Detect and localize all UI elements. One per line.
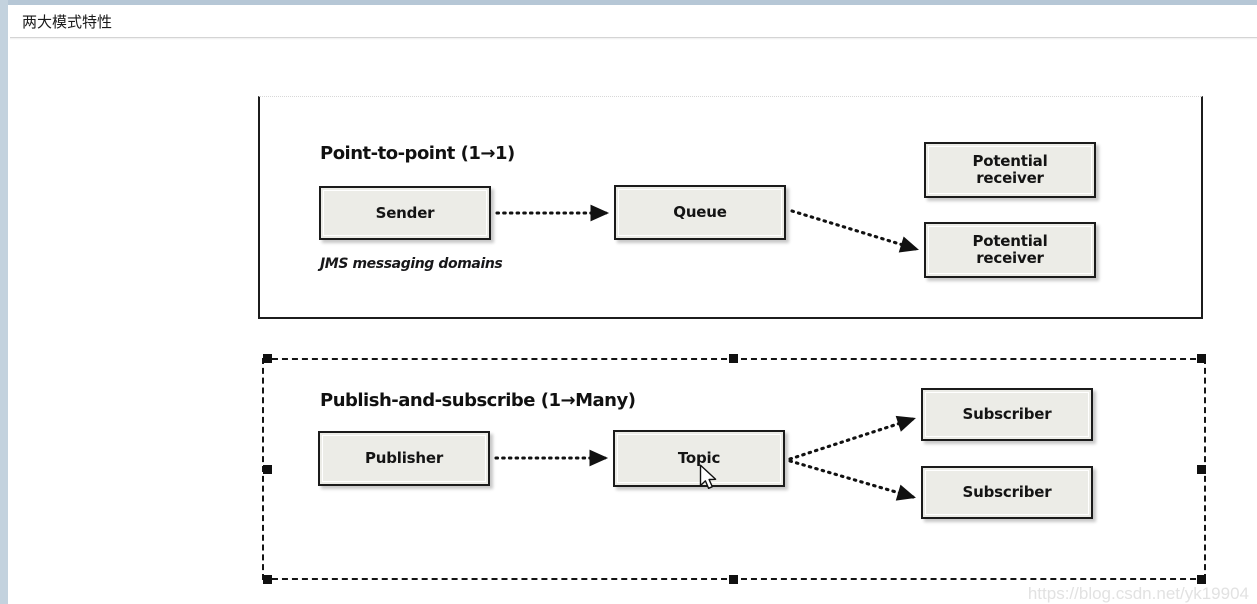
node-queue-label: Queue bbox=[673, 203, 727, 222]
node-subscriber-1[interactable]: Subscriber bbox=[921, 388, 1093, 441]
window-title: 两大模式特性 bbox=[22, 15, 113, 31]
node-publisher[interactable]: Publisher bbox=[318, 431, 490, 486]
selection-handle-top-right[interactable] bbox=[1197, 354, 1206, 363]
node-sender[interactable]: Sender bbox=[319, 186, 491, 240]
node-subscriber-1-label: Subscriber bbox=[962, 405, 1052, 424]
diagram-canvas[interactable]: Point-to-point (1→1) Sender JMS messagin… bbox=[10, 41, 1257, 604]
node-topic-label: Topic bbox=[677, 449, 721, 468]
selection-handle-bottom-center[interactable] bbox=[729, 575, 738, 584]
caption-jms-messaging-domains: JMS messaging domains bbox=[320, 256, 503, 272]
title-bar-divider bbox=[10, 38, 1257, 40]
selection-handle-bottom-left[interactable] bbox=[263, 575, 272, 584]
window-edge-left bbox=[0, 0, 8, 604]
node-sender-label: Sender bbox=[375, 203, 435, 222]
heading-publish-and-subscribe: Publish-and-subscribe (1→Many) bbox=[320, 390, 636, 411]
selection-handle-middle-left[interactable] bbox=[263, 465, 272, 474]
node-queue[interactable]: Queue bbox=[614, 185, 786, 240]
window-edge-left-inner bbox=[8, 5, 10, 604]
selection-handle-top-left[interactable] bbox=[263, 354, 272, 363]
node-publisher-label: Publisher bbox=[364, 449, 444, 468]
title-bar: 两大模式特性 bbox=[10, 5, 1257, 38]
window-edge-top bbox=[0, 0, 1257, 5]
heading-point-to-point: Point-to-point (1→1) bbox=[320, 143, 515, 164]
selection-handle-bottom-right[interactable] bbox=[1197, 575, 1206, 584]
node-topic[interactable]: Topic bbox=[613, 430, 785, 487]
node-subscriber-2[interactable]: Subscriber bbox=[921, 466, 1093, 519]
selection-handle-top-center[interactable] bbox=[729, 354, 738, 363]
watermark-text: https://blog.csdn.net/yk19904 bbox=[1027, 584, 1249, 603]
node-subscriber-2-label: Subscriber bbox=[962, 483, 1052, 502]
selection-handle-middle-right[interactable] bbox=[1197, 465, 1206, 474]
